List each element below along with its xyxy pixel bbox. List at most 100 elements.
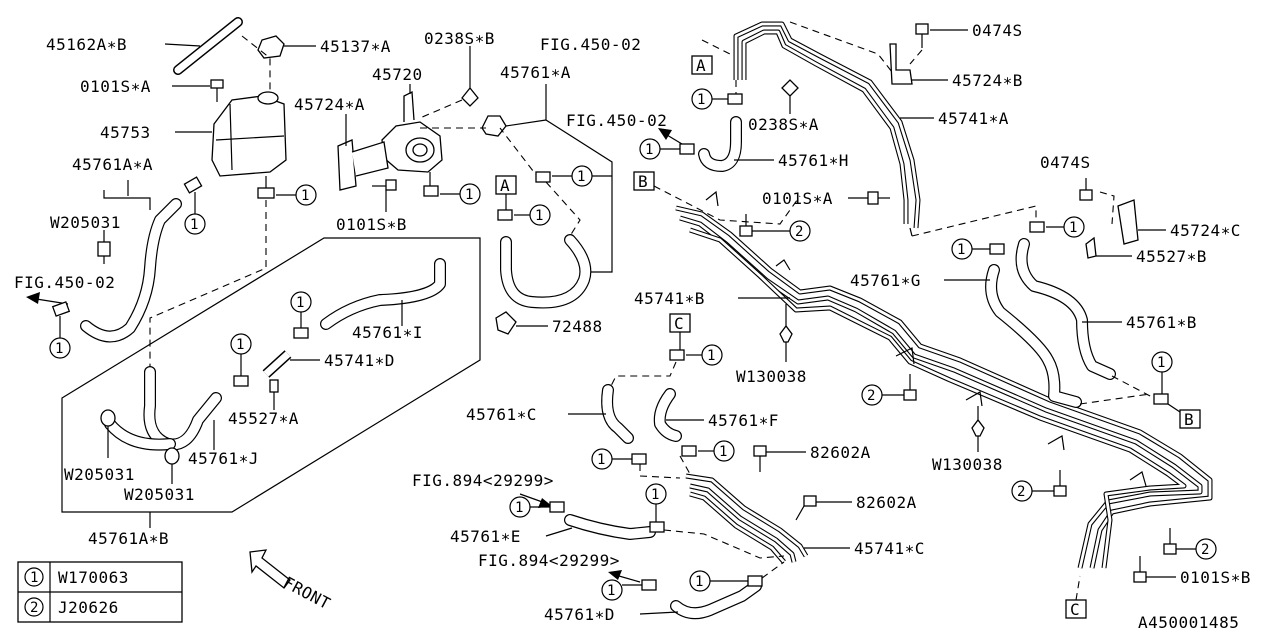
hose-45761f[interactable] <box>653 388 682 442</box>
label-w205031-top[interactable]: W205031 <box>50 213 121 232</box>
ref-circle-1[interactable] <box>645 483 667 505</box>
bracket-45724c[interactable] <box>1117 199 1139 245</box>
label-45761g[interactable]: 45761∗G <box>850 271 921 290</box>
clip-w205031-top[interactable] <box>97 241 111 264</box>
pipe-45741b[interactable] <box>675 205 1213 569</box>
hose-45761d[interactable] <box>670 580 762 620</box>
label-0101s-b-bottom[interactable]: 0101S∗B <box>1180 568 1251 587</box>
label-0474s-top[interactable]: 0474S <box>972 21 1023 40</box>
label-45761d[interactable]: 45761∗D <box>544 605 615 624</box>
bolt-ref2-c[interactable] <box>1053 470 1067 497</box>
bracket-45724b[interactable] <box>889 43 913 85</box>
bracket-45724a[interactable] <box>337 139 389 191</box>
part-45720-pump[interactable] <box>381 90 443 173</box>
label-w130038-b[interactable]: W130038 <box>932 455 1003 474</box>
label-45724c[interactable]: 45724∗C <box>1170 221 1241 240</box>
label-45761b[interactable]: 45761∗B <box>1126 313 1197 332</box>
label-0474s-mid[interactable]: 0474S <box>1040 153 1091 172</box>
part-45741d[interactable] <box>262 350 292 378</box>
ref-circle-2[interactable] <box>861 384 883 406</box>
ref-circle-1[interactable] <box>701 344 723 366</box>
label-fig450-02-left[interactable]: FIG.450-02 <box>14 273 115 292</box>
ref-circle-1[interactable] <box>1063 216 1085 238</box>
label-45720[interactable]: 45720 <box>372 65 423 84</box>
clamp-inset-mid[interactable] <box>233 375 249 387</box>
label-45741c[interactable]: 45741∗C <box>854 539 925 558</box>
clip-w205031-b[interactable] <box>164 447 180 465</box>
clamp-box-a[interactable] <box>497 209 513 221</box>
hose-45761h[interactable] <box>698 116 742 172</box>
ref-circle-1[interactable] <box>951 238 973 260</box>
label-45741b[interactable]: 45741∗B <box>634 289 705 308</box>
label-w205031-a[interactable]: W205031 <box>64 465 135 484</box>
ref-circle-1[interactable] <box>459 183 481 205</box>
ref-circle-1[interactable] <box>691 88 713 110</box>
clamp-45761b-top[interactable] <box>1029 221 1045 233</box>
label-45527a[interactable]: 45527∗A <box>228 409 299 428</box>
label-45724a[interactable]: 45724∗A <box>294 95 365 114</box>
label-45162a-b[interactable]: 45162A∗B <box>46 35 127 54</box>
ref-circle-1[interactable] <box>591 448 613 470</box>
pipe-45741c[interactable] <box>685 473 809 564</box>
ref-circle-2[interactable] <box>1011 480 1033 502</box>
ref-box-b-right[interactable] <box>1179 409 1201 429</box>
label-82602a-a[interactable]: 82602A <box>810 443 871 462</box>
label-w205031-b[interactable]: W205031 <box>124 485 195 504</box>
ref-box-a-top[interactable] <box>691 55 713 75</box>
clip-45527a[interactable] <box>269 379 279 393</box>
label-45761e[interactable]: 45761∗E <box>450 527 521 546</box>
ref-circle-1[interactable] <box>509 496 531 518</box>
nut-0238s-b[interactable] <box>461 86 479 107</box>
label-72488[interactable]: 72488 <box>552 317 603 336</box>
nut-0238s-a[interactable] <box>781 79 799 97</box>
label-45761i[interactable]: 45761∗I <box>352 323 423 342</box>
bolt-ref2-a[interactable] <box>739 214 753 237</box>
clamp-45761d-end[interactable] <box>747 575 763 587</box>
part-45753-reservoir-tank[interactable] <box>211 91 287 177</box>
hose-45761b[interactable] <box>1015 238 1116 380</box>
label-45761f[interactable]: 45761∗F <box>708 411 779 430</box>
label-82602a-b[interactable]: 82602A <box>856 493 917 512</box>
bolt-0101s-b-bottom[interactable] <box>1133 556 1147 583</box>
label-45137a[interactable]: 45137∗A <box>320 37 391 56</box>
ref-circle-1[interactable] <box>184 213 206 235</box>
bolt-0474s-mid[interactable] <box>1079 178 1093 201</box>
label-0101s-a-mid[interactable]: 0101S∗A <box>762 189 833 208</box>
bolt-0101s-a-top[interactable] <box>210 79 224 102</box>
clamp-45761g-top[interactable] <box>989 243 1005 255</box>
part-nozzle-45761a[interactable] <box>481 115 507 137</box>
clip-w130038-a[interactable] <box>779 324 793 343</box>
label-0101s-b[interactable]: 0101S∗B <box>336 215 407 234</box>
ref-circle-1[interactable] <box>49 337 71 359</box>
clip-w205031-a[interactable] <box>100 409 116 427</box>
clamp-45761h[interactable] <box>679 143 695 155</box>
label-fig894-b[interactable]: FIG.894<29299> <box>478 551 620 570</box>
clamp-box-a-top[interactable] <box>727 93 743 105</box>
clip-w130038-b[interactable] <box>971 418 985 437</box>
hose-45761e[interactable] <box>564 514 656 540</box>
bolt-0101s-b[interactable] <box>372 179 397 191</box>
label-45724b[interactable]: 45724∗B <box>952 71 1023 90</box>
clamp-box-b-right[interactable] <box>1153 393 1169 405</box>
ref-circle-1[interactable] <box>713 440 735 462</box>
label-45761a-b[interactable]: 45761A∗B <box>88 529 169 548</box>
ref-circle-1[interactable] <box>639 138 661 160</box>
label-45741a[interactable]: 45741∗A <box>938 109 1009 128</box>
clamp-45761d[interactable] <box>641 579 657 591</box>
label-fig450-02-top[interactable]: FIG.450-02 <box>540 35 641 54</box>
clamp-pump-outlet[interactable] <box>423 185 439 197</box>
bolt-0101s-a-mid[interactable] <box>867 191 890 205</box>
clamp-45761a-upper[interactable] <box>535 171 551 183</box>
ref-circle-1[interactable] <box>601 579 623 601</box>
label-0238s-b[interactable]: 0238S∗B <box>424 29 495 48</box>
label-fig450-02-right[interactable]: FIG.450-02 <box>566 111 667 130</box>
label-45761a[interactable]: 45761∗A <box>500 63 571 82</box>
label-45753[interactable]: 45753 <box>100 123 151 142</box>
ref-circle-2[interactable] <box>789 220 811 242</box>
clamp-45761e[interactable] <box>649 521 665 533</box>
clamp-tank-outlet[interactable] <box>257 187 275 199</box>
label-0101s-a-top[interactable]: 0101S∗A <box>80 77 151 96</box>
ref-circle-1[interactable] <box>1151 351 1173 373</box>
ref-circle-1[interactable] <box>689 570 711 592</box>
clamp-45761f[interactable] <box>681 445 697 457</box>
